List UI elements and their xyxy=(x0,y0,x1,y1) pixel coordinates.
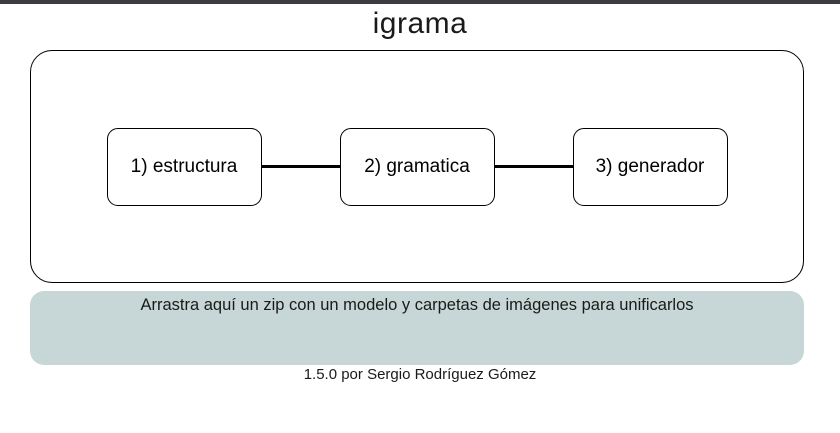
window-top-bar xyxy=(0,0,840,4)
step-gramatica-button[interactable]: 2) gramatica xyxy=(339,127,495,206)
steps-panel: 1) estructura 2) gramatica 3) generador xyxy=(30,50,804,283)
zip-drop-zone[interactable]: Arrastra aquí un zip con un modelo y car… xyxy=(30,291,804,365)
drop-zone-instructions: Arrastra aquí un zip con un modelo y car… xyxy=(140,296,694,314)
app-title: igrama xyxy=(372,7,468,40)
version-credit: 1.5.0 por Sergio Rodríguez Gómez xyxy=(303,366,537,383)
step-estructura-button[interactable]: 1) estructura xyxy=(106,127,262,206)
connector-line-2 xyxy=(494,165,573,168)
step-generador-button[interactable]: 3) generador xyxy=(572,127,728,206)
connector-line-1 xyxy=(261,165,340,168)
